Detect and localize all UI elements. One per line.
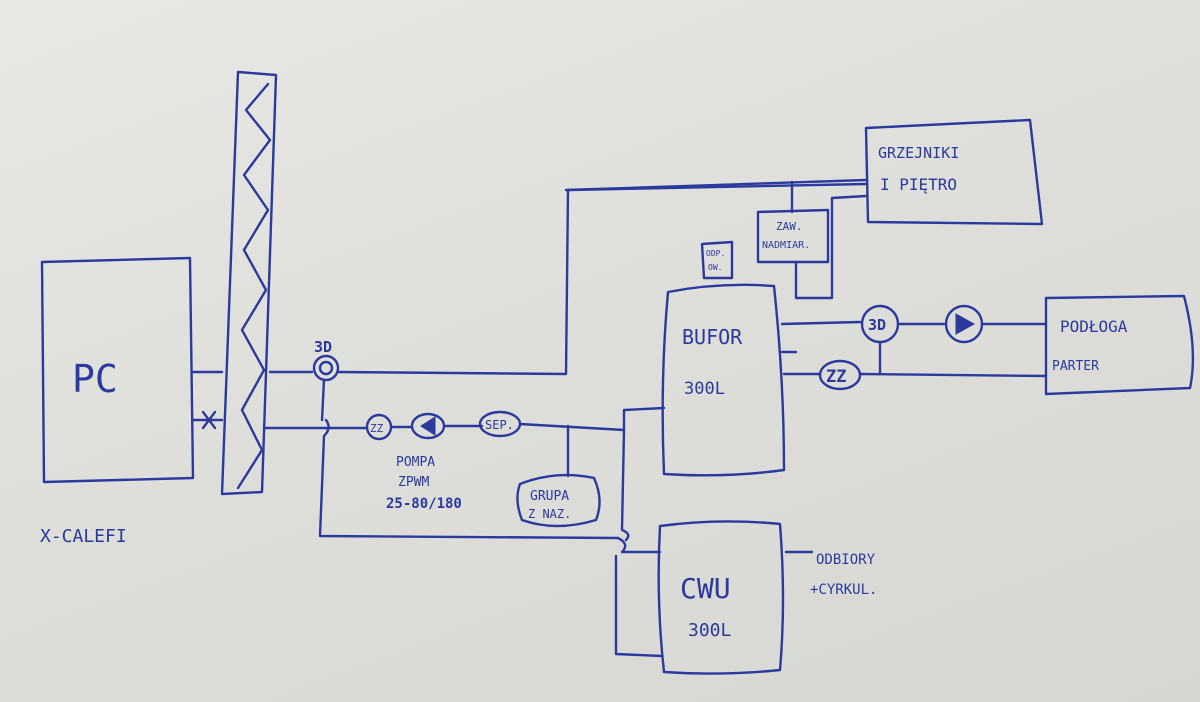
grzejniki-label-1: GRZEJNIKI bbox=[878, 144, 959, 162]
odp-box bbox=[700, 240, 734, 280]
heat-exchanger bbox=[220, 70, 278, 496]
valve-3d-left-icon bbox=[312, 354, 340, 382]
x-calefi-label: X-CALEFI bbox=[40, 526, 127, 547]
grzejniki-box bbox=[864, 118, 1044, 226]
odp-label-2: OW. bbox=[708, 263, 722, 272]
valve-3d-left-inner bbox=[318, 360, 334, 376]
x-valve-mark bbox=[201, 410, 217, 430]
supply-line-b bbox=[336, 182, 868, 376]
floor-return-b bbox=[858, 372, 1048, 378]
cwu-label-1: CWU bbox=[680, 572, 731, 605]
grupa-label-1: GRUPA bbox=[530, 489, 569, 504]
podloga-box bbox=[1044, 294, 1195, 396]
zaw-down-line bbox=[794, 194, 868, 300]
pump-right-triangle bbox=[955, 313, 976, 335]
separator-label: SEP. bbox=[485, 418, 514, 432]
heat-exchanger-zigzag bbox=[236, 82, 272, 490]
supply-to-grzejniki bbox=[564, 178, 868, 192]
pc-label: PC bbox=[72, 357, 118, 401]
grzejniki-label-2: I PIĘTRO bbox=[880, 175, 957, 194]
cwu-label-2: 300L bbox=[688, 620, 732, 641]
zaw-nadmiar-box bbox=[756, 208, 830, 264]
valve-3d-right-label: 3D bbox=[868, 316, 886, 334]
grupa-label-2: Z NAZ. bbox=[528, 507, 571, 521]
podloga-label-1: PODŁOGA bbox=[1060, 317, 1128, 336]
zaw-label-1: ZAW. bbox=[776, 220, 803, 233]
valve-zz-right-label: ZZ bbox=[826, 367, 846, 387]
pc-box bbox=[40, 256, 195, 484]
cwu-bufor-link bbox=[620, 428, 630, 542]
cwu-tank bbox=[657, 520, 785, 675]
podloga-label-2: PARTER bbox=[1052, 359, 1099, 374]
pompa-label-3: 25-80/180 bbox=[386, 496, 462, 512]
valve-zz-left-label: ZZ bbox=[370, 422, 384, 435]
pompa-label-2: ZPWM bbox=[398, 475, 429, 490]
valve-3d-left-label: 3D bbox=[314, 338, 332, 356]
bufor-tank bbox=[661, 283, 786, 477]
pump-left-triangle bbox=[420, 416, 436, 436]
pompa-label-1: POMPA bbox=[396, 455, 435, 470]
grupa-box bbox=[516, 473, 601, 528]
cwu-coil-line bbox=[614, 536, 664, 658]
odp-label-1: ODP. bbox=[706, 249, 725, 258]
odbiory-label-1: ODBIORY bbox=[816, 552, 876, 568]
return-line-d bbox=[518, 406, 666, 432]
bypass-line-3d bbox=[318, 378, 620, 540]
odbiory-label-2: +CYRKUL. bbox=[810, 582, 877, 598]
floor-supply-a bbox=[780, 320, 862, 326]
bufor-label-1: BUFOR bbox=[682, 325, 743, 349]
bufor-label-2: 300L bbox=[684, 379, 725, 399]
zaw-label-2: NADMIAR. bbox=[762, 240, 810, 251]
